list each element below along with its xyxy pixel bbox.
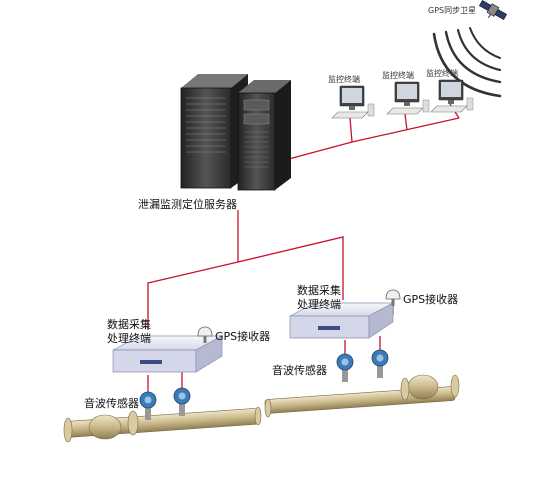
link-terminal-2: [404, 113, 408, 131]
server-label: 泄漏监测定位服务器: [138, 198, 237, 211]
gps-right-label: GPS接收器: [403, 293, 459, 306]
server-tower-icon: [180, 74, 291, 191]
satellite-label: GPS同步卫星: [428, 6, 477, 15]
daq-right-label: 数据采集 处理终端: [297, 284, 341, 311]
daq-left-label: 数据采集 处理终端: [107, 318, 151, 345]
gps-antenna-icon: [197, 326, 213, 337]
terminal-3-label: 监控终端: [426, 69, 458, 78]
daq-box-right: [289, 302, 394, 339]
pipeline-icon: [63, 374, 460, 443]
gps-antenna-icon: [385, 289, 401, 300]
link-server-right-daq: [237, 236, 344, 300]
terminal-2-label: 监控终端: [382, 71, 414, 80]
satellite-icon: [478, 0, 508, 21]
gps-antenna-left: [197, 326, 213, 343]
terminal-3: [430, 79, 474, 113]
daq-box-left: [112, 335, 223, 373]
terminal-1-label: 监控终端: [328, 75, 360, 84]
gps-antenna-right: [385, 289, 401, 306]
sensor-left-label: 音波传感器: [84, 397, 139, 410]
gps-left-label: GPS接收器: [215, 330, 271, 343]
link-terminal-1: [349, 117, 353, 143]
link-server-left-daq: [147, 210, 239, 330]
terminal-1: [331, 85, 375, 119]
link-server-terminals: [284, 117, 460, 161]
gps-satellite: [432, 0, 508, 98]
satellite-signal-arcs: [432, 27, 502, 98]
terminal-2: [386, 81, 430, 115]
acoustic-sensor-icon: [139, 349, 389, 420]
sensor-right-label: 音波传感器: [272, 364, 327, 377]
